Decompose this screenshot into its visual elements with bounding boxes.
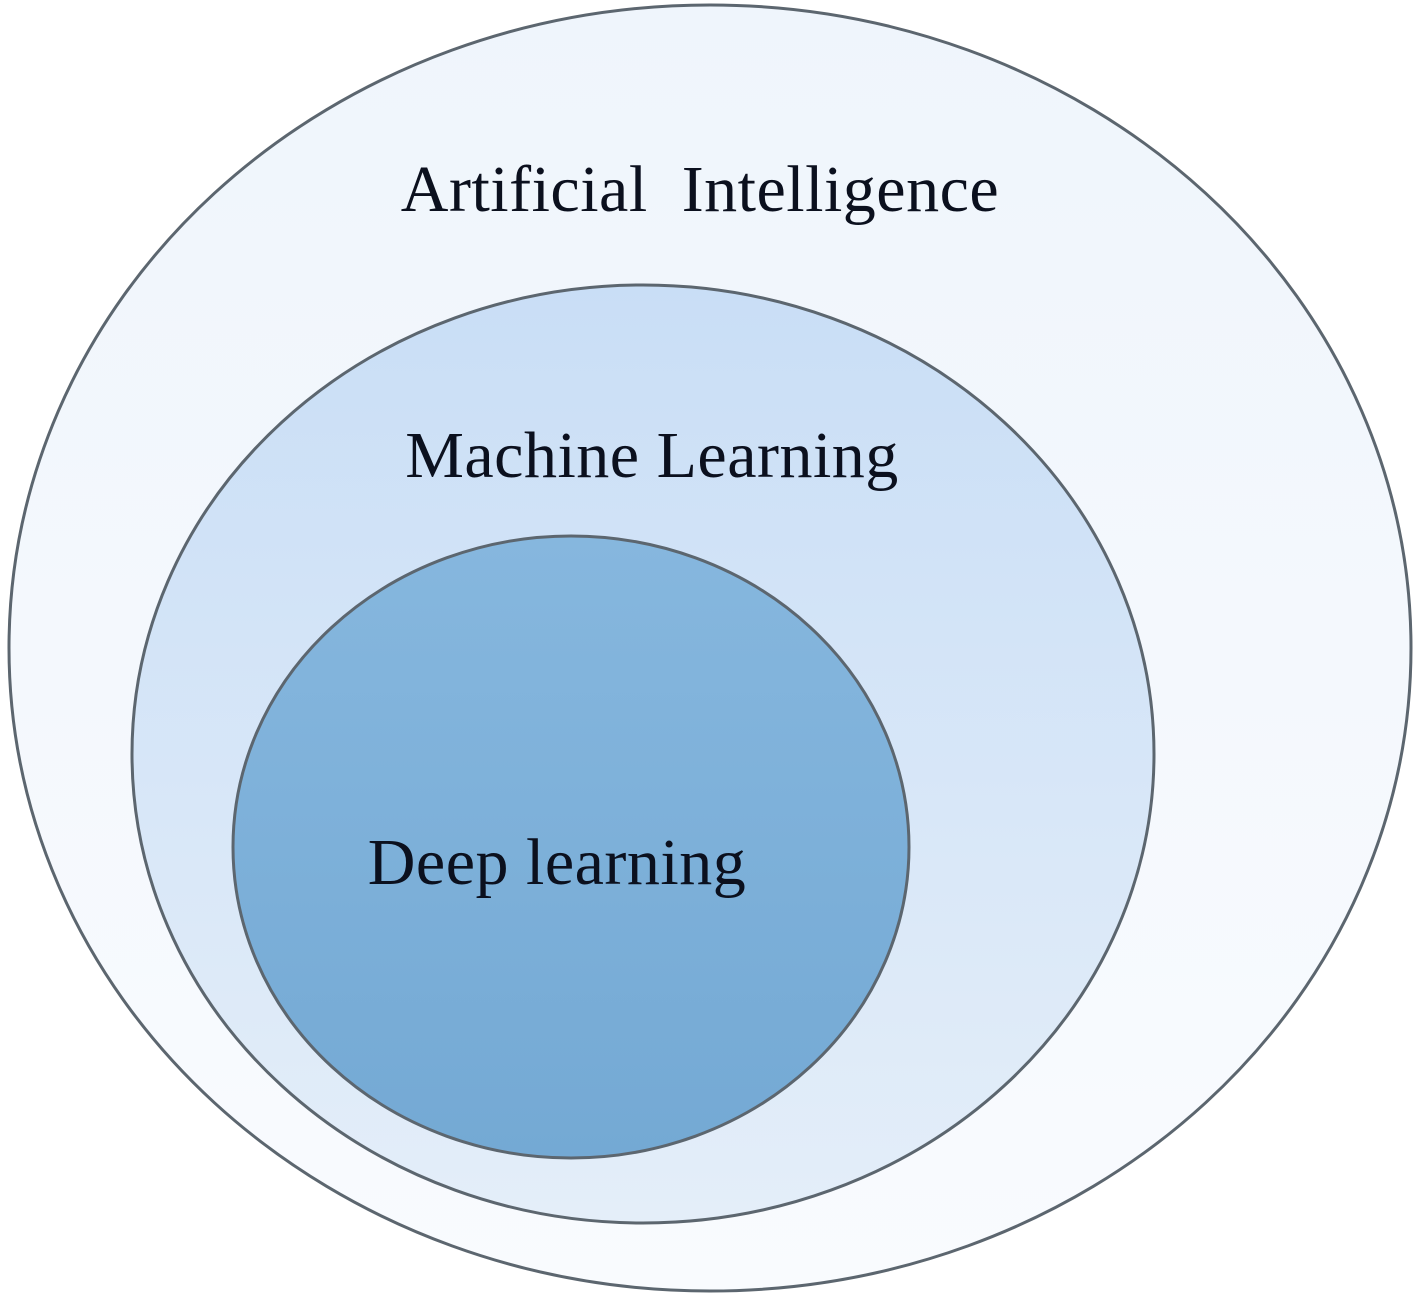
machine-learning-label: Machine Learning — [405, 419, 899, 492]
deep-learning-ellipse — [231, 534, 911, 1160]
deep-learning-label: Deep learning — [367, 826, 747, 899]
artificial-intelligence-label: Artificial Intelligence — [400, 153, 1000, 226]
